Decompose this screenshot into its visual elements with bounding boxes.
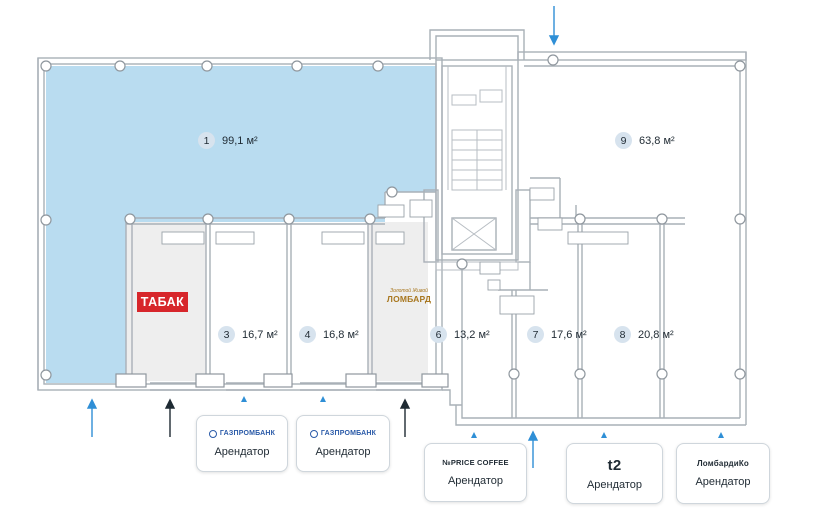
tenant-card[interactable]: ЛомбардиКо Арендатор — [676, 443, 770, 504]
room-area: 99,1 м² — [222, 134, 258, 147]
tenant-card[interactable]: ГАЗПРОМБАНК Арендатор — [296, 415, 390, 472]
room-number: 1 — [198, 132, 215, 149]
tenant-label: Арендатор — [214, 445, 270, 458]
room-label: 6 13,2 м² — [430, 326, 490, 343]
room-label: 7 17,6 м² — [527, 326, 587, 343]
entrance-arrow — [548, 6, 560, 46]
tenant-logo: ГАЗПРОМБАНК — [208, 429, 276, 438]
entrance-arrow — [527, 430, 539, 468]
t2-logo-icon: t2 — [607, 456, 622, 474]
tenant-label: Арендатор — [447, 475, 504, 487]
tenant-label: Арендатор — [695, 476, 751, 488]
tenant-card[interactable]: №PRICE COFFEE Арендатор — [424, 443, 527, 502]
room-area: 13,2 м² — [454, 328, 490, 341]
tenant-card[interactable]: t2 Арендатор — [566, 443, 663, 504]
tenant-label: Арендатор — [586, 478, 643, 491]
tenant-markers — [241, 396, 724, 438]
lombard-sign: Золотой Живой ЛОМБАРД — [381, 288, 437, 304]
lombard-sign-text: ЛОМБАРД — [386, 294, 432, 304]
room-area: 63,8 м² — [639, 134, 675, 147]
partitions — [125, 177, 685, 418]
tenant-logo: ГАЗПРОМБАНК — [309, 429, 377, 438]
room-number: 4 — [299, 326, 316, 343]
room-label: 9 63,8 м² — [615, 132, 675, 149]
room-area: 16,7 м² — [242, 328, 278, 341]
entrance-arrow — [164, 398, 176, 437]
entrance-arrow — [86, 398, 98, 437]
entrance-arrow — [399, 398, 411, 437]
tenant-logo-text: ГАЗПРОМБАНК — [320, 430, 377, 437]
room-number: 8 — [614, 326, 631, 343]
room-number: 3 — [218, 326, 235, 343]
room-label: 3 16,7 м² — [218, 326, 278, 343]
tenant-card[interactable]: ГАЗПРОМБАНК Арендатор — [196, 415, 288, 472]
room-area: 16,8 м² — [323, 328, 359, 341]
room-5-area — [368, 222, 428, 381]
plumbing-fixtures — [161, 187, 629, 315]
lombard-sign-small-text: Золотой Живой — [390, 288, 428, 294]
structural-columns — [40, 54, 746, 388]
tenant-logo-text: ГАЗПРОМБАНК — [219, 430, 276, 437]
gazprombank-logo-icon — [309, 429, 318, 438]
room-label: 1 99,1 м² — [198, 132, 258, 149]
tabak-sign: ТАБАК — [137, 292, 188, 312]
room-1-area — [46, 66, 436, 383]
tenant-label: Арендатор — [315, 445, 371, 458]
storefront — [150, 382, 430, 391]
room-label: 4 16,8 м² — [299, 326, 359, 343]
tenant-logo-text: №PRICE COFFEE — [442, 458, 509, 467]
room-number: 7 — [527, 326, 544, 343]
tenant-logo: ЛомбардиКо — [697, 459, 749, 468]
room-number: 6 — [430, 326, 447, 343]
tenant-logo: t2 — [608, 457, 622, 474]
room-label: 8 20,8 м² — [614, 326, 674, 343]
room-area: 20,8 м² — [638, 328, 674, 341]
room-number: 9 — [615, 132, 632, 149]
room-area: 17,6 м² — [551, 328, 587, 341]
tenant-logo-text: ЛомбардиКо — [696, 459, 750, 468]
tenant-logo: №PRICE COFFEE — [442, 458, 508, 467]
stair-core — [423, 59, 531, 271]
gazprombank-logo-icon — [208, 429, 217, 438]
